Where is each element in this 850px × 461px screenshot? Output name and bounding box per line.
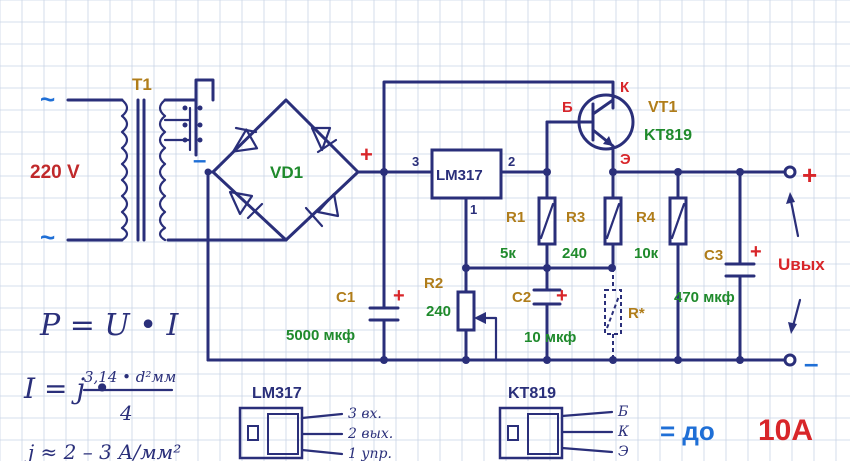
transistor-vt1 — [577, 93, 635, 151]
lm317-pinout-title: LM317 — [252, 385, 302, 402]
transformer-ref-label: T1 — [132, 75, 152, 94]
vt1-ref-label: VT1 — [648, 99, 677, 116]
vt1-base-label: Б — [562, 99, 573, 116]
resistor-r2-body — [537, 196, 557, 246]
rstar-ref-label: R* — [628, 305, 645, 322]
current-formula-prefix: I = j • — [23, 372, 110, 405]
max-current-note: = до 10А — [660, 414, 813, 447]
ac-symbol-bottom: ~ — [40, 222, 55, 252]
r1-ref-label: R2 — [424, 275, 443, 292]
max-current-value: 10А — [758, 414, 813, 447]
r3-value-label: 240 — [562, 245, 587, 262]
junctions — [204, 168, 744, 364]
c3-plus-label: + — [750, 241, 762, 263]
c2-plus-label: + — [556, 285, 568, 307]
wires — [66, 78, 792, 362]
formulas: P = U • I I = j • 3,14 • d²мм 4 j ≈ 2 – … — [23, 308, 181, 461]
c1-value-label: 5000 мкф — [286, 327, 355, 344]
lm317-pin1-label: 1 — [470, 202, 477, 217]
lm317-pin3-label: 3 — [412, 154, 419, 169]
lm317-name-label: LM317 — [436, 167, 483, 184]
c2-value-label: 10 мкф — [524, 329, 576, 346]
current-density-formula: j ≈ 2 – 3 А/мм² — [24, 440, 181, 461]
lm317-body — [430, 148, 503, 200]
kt819-pin-3: Э — [618, 444, 629, 460]
c1-ref-label: C1 — [336, 289, 355, 306]
r1-value-label: 240 — [426, 303, 451, 320]
power-formula: P = U • I — [39, 308, 179, 343]
input-voltage-label: 220 V — [30, 162, 80, 183]
output-plus-label: + — [802, 160, 817, 190]
kt819-pinout-title: KT819 — [508, 385, 556, 402]
c3-value-label: 470 мкф — [674, 289, 735, 306]
kt819-pinout: KT819 Б К Э — [498, 385, 630, 460]
current-formula-numerator: 3,14 • d²мм — [84, 368, 176, 386]
resistor-rstar-body — [604, 289, 622, 335]
capacitor-c3-body — [724, 262, 756, 278]
tap-minus-label: – — [193, 147, 206, 174]
r3-ref-label: R3 — [566, 209, 585, 226]
vt1-emitter-label: Э — [620, 151, 631, 168]
output-terminals — [783, 165, 802, 367]
c2-ref-label: C2 — [512, 289, 531, 306]
kt819-pin-1: Б — [617, 404, 628, 420]
vt1-collector-label: К — [620, 79, 630, 96]
potentiometer-r1-body — [456, 290, 486, 332]
vt1-model-label: KT819 — [644, 127, 692, 144]
output-minus-label: – — [804, 348, 818, 378]
r2-ref-label: R1 — [506, 209, 525, 226]
bridge-plus-label: + — [360, 142, 373, 167]
r2-value-label: 5к — [500, 245, 516, 262]
kt819-pin-2: К — [617, 424, 630, 440]
resistor-r3-body — [603, 196, 623, 246]
lm317-pin2-label: 2 — [508, 154, 515, 169]
output-voltage-label: Uвых — [778, 255, 825, 274]
current-formula-denominator: 4 — [119, 401, 133, 425]
lm317-pin-3: 1 упр. — [348, 446, 392, 461]
diode-bridge-vd1 — [228, 126, 340, 228]
ac-symbol-top: ~ — [40, 84, 55, 114]
lm317-pin-2: 2 вых. — [347, 426, 393, 442]
capacitor-c2-body — [532, 288, 562, 306]
r4-ref-label: R4 — [636, 209, 656, 226]
max-current-prefix: = до — [660, 416, 715, 446]
r4-value-label: 10к — [634, 245, 659, 262]
resistor-r4-body — [668, 196, 688, 246]
labels: ~ ~ 220 V T1 – VD1 + LM317 3 2 1 Б К Э V… — [30, 75, 825, 378]
transformer-t1 — [120, 98, 203, 242]
c1-plus-label: + — [393, 285, 405, 307]
bridge-ref-label: VD1 — [270, 163, 303, 182]
lm317-pinout: LM317 3 вх. 2 вых. 1 упр. — [238, 385, 393, 461]
lm317-pin-1: 3 вх. — [348, 406, 382, 422]
c3-ref-label: C3 — [704, 247, 723, 264]
capacitor-c1-body — [368, 306, 400, 322]
